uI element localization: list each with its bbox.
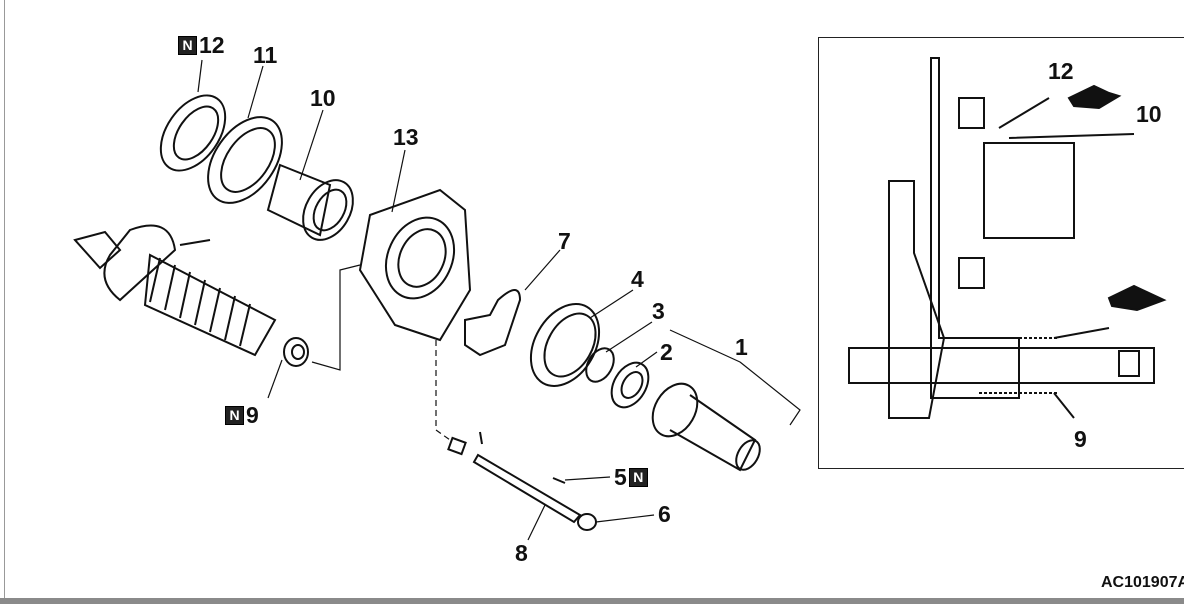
shift-rod-8 <box>447 431 597 531</box>
hub-2 <box>610 361 650 409</box>
nut-9 <box>283 337 309 367</box>
callout-text: 11 <box>253 42 278 68</box>
leader-lines <box>197 59 801 541</box>
bearing-11 <box>207 116 283 204</box>
callout-11: 11 <box>253 44 277 67</box>
inset-callout-12: 12 <box>1048 60 1074 83</box>
new-part-badge: N <box>225 406 244 425</box>
section-drawing <box>848 57 1167 419</box>
callout-text: 4 <box>631 266 644 292</box>
new-part-badge: N <box>628 468 648 487</box>
callout-8: 8 <box>515 542 528 565</box>
callout-10: 10 <box>310 87 336 110</box>
inset-callout-10: 10 <box>1136 103 1162 126</box>
grease-gun-icon <box>1067 84 1122 110</box>
callout-text: 9 <box>246 402 259 428</box>
callout-2: 2 <box>660 341 673 364</box>
inset-section-view <box>818 37 1184 469</box>
new-part-badge: N <box>178 36 197 55</box>
callout-3: 3 <box>652 300 665 323</box>
callout-text: 2 <box>660 339 673 365</box>
callout-text: 13 <box>393 124 419 150</box>
callout-13: 13 <box>393 126 419 149</box>
callout-text: 12 <box>199 32 225 58</box>
figure-code: AC101907A <box>1101 574 1184 591</box>
page-border <box>4 0 5 598</box>
callout-text: 8 <box>515 540 528 566</box>
callout-text: 1 <box>735 334 748 360</box>
callout-text: 3 <box>652 298 665 324</box>
housing-13 <box>358 188 472 342</box>
callout-7: 7 <box>558 230 571 253</box>
callout-6: 6 <box>658 503 671 526</box>
callout-text: 10 <box>310 85 336 111</box>
callout-text: 6 <box>658 501 671 527</box>
callout-text: 12 <box>1048 58 1074 84</box>
boot-and-cable <box>73 224 277 357</box>
inset-callout-9: 9 <box>1074 428 1087 451</box>
callout-1: 1 <box>735 336 748 359</box>
sleeve-10 <box>266 163 354 241</box>
grease-gun-icon <box>1107 284 1167 312</box>
callout-text: 9 <box>1074 426 1087 452</box>
callout-4: 4 <box>631 268 644 291</box>
oil-seal-12 <box>159 94 227 172</box>
callout-text: 7 <box>558 228 571 254</box>
shift-fork-7 <box>464 289 522 357</box>
callout-text: 10 <box>1136 101 1162 127</box>
callout-text: 5 <box>614 464 627 490</box>
sleeve-4 <box>529 303 601 387</box>
bottom-border <box>0 598 1184 604</box>
shaft-1 <box>651 382 761 472</box>
